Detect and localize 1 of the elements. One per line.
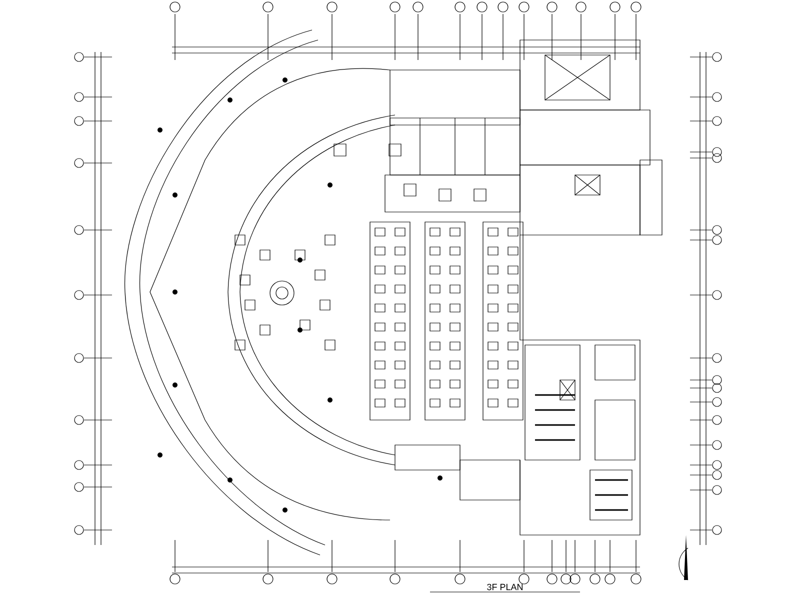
plan-title: 3F PLAN xyxy=(487,584,523,590)
